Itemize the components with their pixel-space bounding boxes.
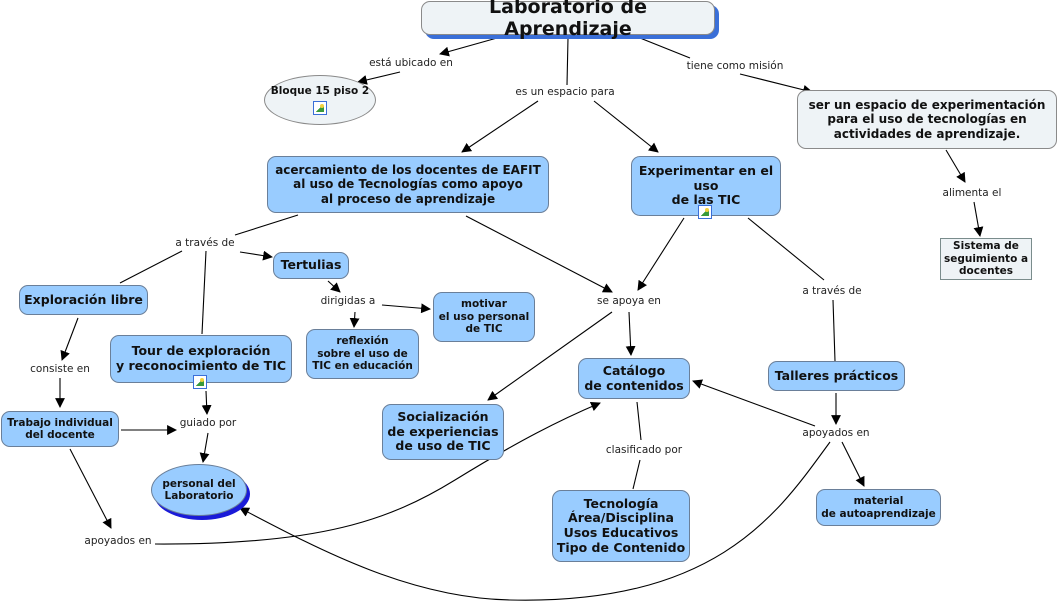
link-label-dirigidas: dirigidas a	[318, 295, 378, 307]
link-apoyados-catalogo-curve	[154, 401, 601, 545]
link-tertulias-dirigidas	[327, 280, 341, 293]
link-label-esta-ubicado: está ubicado en	[367, 57, 455, 69]
link-alimenta-sistema	[973, 201, 984, 237]
link-espacio-experimentar	[593, 100, 659, 153]
link-label-consiste: consiste en	[28, 363, 92, 375]
link-label-a-traves-2: a través de	[800, 285, 864, 297]
link-lab-ubicado	[439, 37, 498, 57]
node-label: Talleres prácticos	[774, 367, 899, 383]
link-label-alimenta: alimenta el	[940, 187, 1004, 199]
link-tour-guiado	[201, 390, 212, 415]
link-mision-box	[739, 73, 813, 95]
link-exper-atraves2	[747, 217, 825, 281]
image-resource-icon[interactable]	[313, 100, 327, 115]
image-resource-icon[interactable]	[193, 375, 207, 389]
node-mision[interactable]: ser un espacio de experimentación para e…	[797, 90, 1057, 149]
node-label: Laboratorio de Aprendizaje	[489, 0, 647, 40]
link-acerc-seapoya	[465, 215, 613, 293]
node-acercamiento[interactable]: acercamiento de los docentes de EAFIT al…	[267, 156, 549, 213]
link-catalogo-clasificado	[636, 401, 642, 441]
node-label: Tertulias	[280, 257, 342, 273]
link-atraves-exploracion	[119, 250, 183, 284]
link-clasificado-clasif	[632, 459, 641, 490]
node-socializacion[interactable]: Socialización de experiencias de uso de …	[382, 404, 504, 460]
link-label-apoyados-trabajo: apoyados en	[82, 535, 154, 547]
link-exploracion-consiste	[60, 317, 79, 361]
node-label: Trabajo individual del docente	[7, 416, 113, 441]
link-label-guiado: guiado por	[177, 417, 239, 429]
node-personal[interactable]: personal del Laboratorio	[151, 464, 247, 516]
link-espacio-acercamiento	[461, 100, 539, 153]
node-motivar[interactable]: motivar el uso personal de TIC	[433, 292, 535, 342]
link-exper-seapoya	[637, 217, 685, 291]
node-reflexion[interactable]: reflexión sobre el uso de TIC en educaci…	[306, 329, 419, 379]
link-apoyados-catalogo	[692, 379, 816, 427]
link-label-es-espacio: es un espacio para	[513, 86, 617, 98]
node-bloque[interactable]: Bloque 15 piso 2	[264, 75, 376, 125]
node-catalogo[interactable]: Catálogo de contenidos	[578, 358, 690, 399]
node-label: motivar el uso personal de TIC	[438, 298, 530, 336]
node-tertulias[interactable]: Tertulias	[273, 252, 349, 279]
link-apoyados-personal-curve	[239, 441, 831, 601]
image-resource-icon[interactable]	[698, 205, 712, 219]
link-lab-mision	[639, 37, 691, 59]
node-laboratorio[interactable]: Laboratorio de Aprendizaje	[421, 0, 715, 40]
node-label: Socialización de experiencias de uso de …	[387, 408, 499, 454]
link-seapoya-socializacion	[487, 311, 613, 401]
node-label: Tecnología Área/Disciplina Usos Educativ…	[556, 495, 686, 555]
node-talleres[interactable]: Talleres prácticos	[768, 361, 905, 391]
link-label-apoyados-talleres: apoyados en	[800, 427, 872, 439]
link-seapoya-catalogo	[625, 311, 636, 356]
link-ubicado-bloque	[357, 71, 401, 85]
link-label-se-apoya: se apoya en	[595, 295, 663, 307]
link-lab-espacio	[566, 37, 569, 86]
link-atraves2-talleres	[832, 299, 836, 362]
link-atraves-tour	[201, 250, 207, 335]
link-trabajo-apoyados	[69, 448, 112, 529]
node-label: Tour de exploración y reconocimiento de …	[115, 343, 287, 373]
node-label: Catálogo de contenidos	[584, 362, 684, 393]
node-sistema[interactable]: Sistema de seguimiento a docentes	[940, 238, 1032, 280]
node-label: reflexión sobre el uso de TIC en educaci…	[312, 335, 413, 373]
node-label: material de autoaprendizaje	[821, 495, 936, 520]
node-label: acercamiento de los docentes de EAFIT al…	[275, 163, 541, 206]
link-label-a-traves-1: a través de	[173, 237, 237, 249]
node-clasificacion[interactable]: Tecnología Área/Disciplina Usos Educativ…	[552, 490, 690, 562]
link-dirigidas-motivar	[381, 303, 431, 314]
node-label: Exploración libre	[24, 291, 143, 307]
node-tour[interactable]: Tour de exploración y reconocimiento de …	[110, 335, 292, 383]
link-mision-alimenta	[945, 149, 966, 183]
link-guiado-personal	[199, 432, 210, 463]
node-material[interactable]: material de autoaprendizaje	[816, 489, 941, 526]
node-exploracion[interactable]: Exploración libre	[19, 285, 148, 315]
node-label: ser un espacio de experimentación para e…	[808, 98, 1046, 141]
node-label: Sistema de seguimiento a docentes	[943, 240, 1029, 278]
link-apoyados-material	[841, 441, 865, 487]
link-dirigidas-reflexion	[349, 311, 360, 328]
node-label: Experimentar en el uso de las TIC	[638, 162, 774, 208]
link-acerc-atraves	[234, 214, 299, 236]
link-atraves-tertulias	[239, 250, 273, 261]
link-label-clasificado: clasificado por	[603, 444, 685, 456]
node-trabajo[interactable]: Trabajo individual del docente	[1, 411, 119, 447]
link-label-tiene-mision: tiene como misión	[684, 60, 786, 72]
node-label: personal del Laboratorio	[162, 477, 236, 502]
node-label: Bloque 15 piso 2	[270, 85, 370, 98]
